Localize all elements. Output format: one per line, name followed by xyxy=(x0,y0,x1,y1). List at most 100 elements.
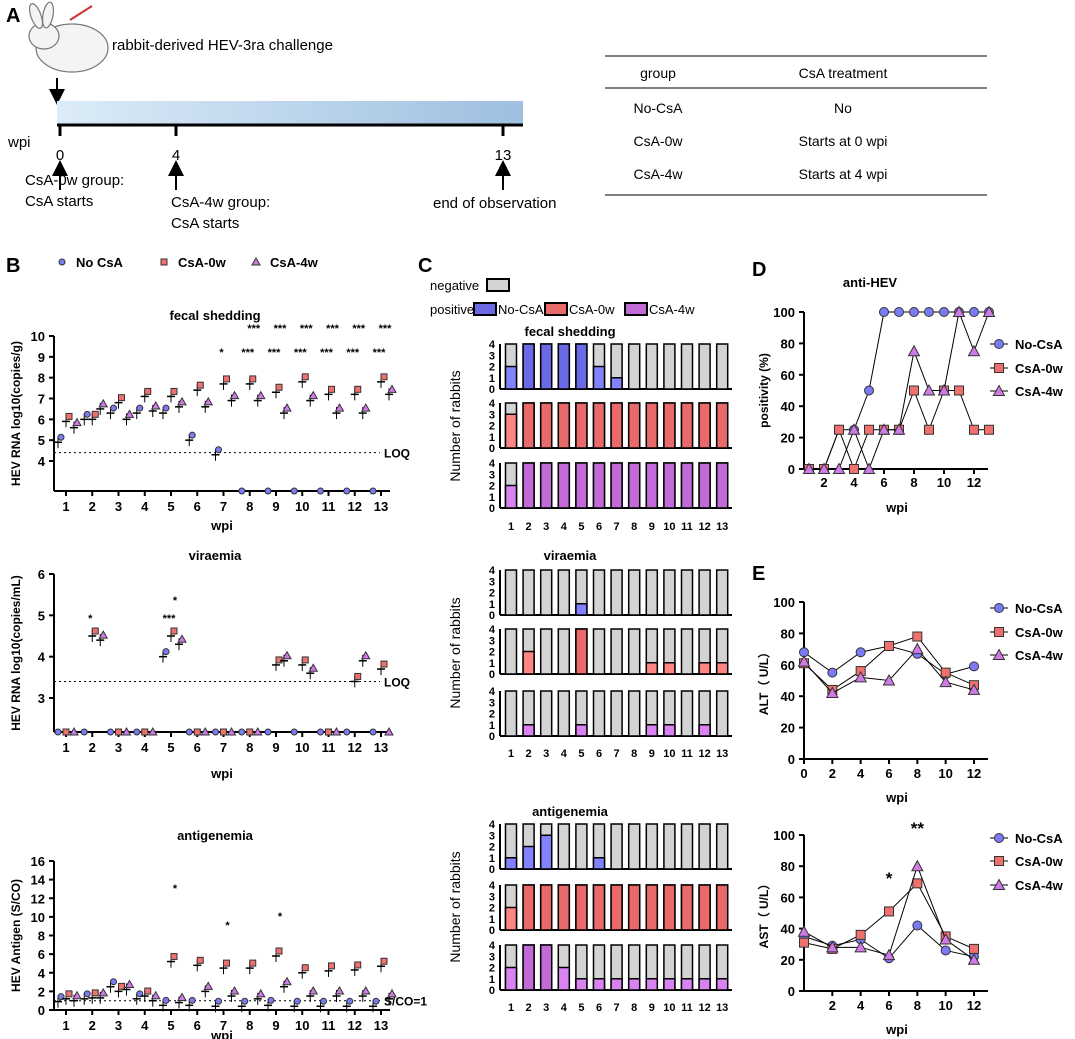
bar-positive xyxy=(698,724,711,737)
data-point xyxy=(380,373,388,381)
data-point xyxy=(909,385,919,396)
x-tick-label: 13 xyxy=(716,1002,728,1014)
bar-positive xyxy=(522,944,535,991)
bar-positive xyxy=(680,462,694,509)
y-tick-label: 40 xyxy=(781,399,795,414)
data-point xyxy=(937,383,951,396)
y-axis-label: AST（ U/L） xyxy=(756,878,771,949)
data-point xyxy=(124,979,135,989)
bar-negative xyxy=(698,823,711,870)
bar-negative xyxy=(663,823,676,870)
x-tick-label: 2 xyxy=(526,521,532,533)
data-point xyxy=(144,987,152,995)
data-point xyxy=(226,726,237,736)
y-tick-label: 80 xyxy=(781,626,795,641)
bar-positive xyxy=(627,402,641,449)
x-tick-label: 10 xyxy=(663,748,675,760)
data-point xyxy=(249,375,257,383)
data-point xyxy=(275,383,283,391)
data-point xyxy=(118,982,125,990)
chart-title: antigenemia xyxy=(177,828,254,843)
x-tick-label: 2 xyxy=(89,1018,96,1033)
y-tick-label: 0 xyxy=(38,1003,45,1018)
data-point xyxy=(282,650,292,660)
legend-group-label: CsA-4w xyxy=(649,302,695,317)
data-point xyxy=(150,400,161,410)
data-point xyxy=(69,726,79,736)
bar-negative xyxy=(592,690,606,737)
data-point xyxy=(969,307,979,317)
data-point xyxy=(147,726,158,736)
x-tick-label: 8 xyxy=(914,766,921,781)
bar-negative xyxy=(627,628,641,675)
table-header-group: group xyxy=(640,65,676,81)
x-tick-label: 13 xyxy=(716,748,728,760)
timeline-bar xyxy=(57,101,523,124)
data-point xyxy=(343,728,351,736)
x-tick-label: 4 xyxy=(850,475,858,490)
bar-negative xyxy=(680,823,694,870)
y-tick-label: 4 xyxy=(38,454,46,469)
data-point xyxy=(855,647,866,658)
data-point xyxy=(264,487,272,495)
data-point xyxy=(91,410,99,418)
data-point xyxy=(282,403,292,412)
bar-positive xyxy=(715,462,729,509)
data-point xyxy=(223,959,230,967)
legend-label: CsA-0w xyxy=(1015,361,1064,376)
y-tick-label: 80 xyxy=(781,859,795,874)
x-tick-label: 11 xyxy=(681,748,693,760)
data-point xyxy=(984,424,994,435)
data-point xyxy=(215,997,222,1005)
data-point xyxy=(834,424,844,435)
data-point xyxy=(252,726,263,736)
data-point xyxy=(825,940,839,953)
x-tick-label: 8 xyxy=(246,1018,253,1033)
data-point xyxy=(369,487,377,495)
bar-positive xyxy=(522,650,535,675)
bar-negative xyxy=(504,569,518,616)
data-point xyxy=(939,675,953,688)
legend-label: No-CsA xyxy=(1015,337,1063,352)
bar-positive xyxy=(522,343,535,390)
data-point xyxy=(343,487,351,495)
x-tick-label: 5 xyxy=(578,521,584,533)
bar-positive xyxy=(557,343,571,390)
y-tick-label: 2 xyxy=(489,963,495,975)
legend-positive-swatch xyxy=(544,302,568,316)
y-tick-label: 20 xyxy=(781,953,795,968)
y-tick-label: 2 xyxy=(489,647,495,659)
x-tick-label: 6 xyxy=(596,1002,602,1014)
bar-positive xyxy=(592,884,606,931)
bar-positive xyxy=(610,377,623,390)
bar-negative xyxy=(575,823,588,870)
timeline-tick-label: 13 xyxy=(495,147,512,164)
y-tick-label: 2 xyxy=(489,903,495,915)
data-point xyxy=(864,424,874,435)
x-tick-label: 1 xyxy=(62,740,69,755)
x-tick-label: 8 xyxy=(246,499,253,514)
y-tick-label: 3 xyxy=(489,350,495,362)
table-cell-treatment: Starts at 4 wpi xyxy=(799,166,888,182)
y-axis-label: HEV Antigen (S/CO) xyxy=(9,879,23,992)
data-point xyxy=(879,307,889,317)
bar-negative xyxy=(627,569,641,616)
data-point xyxy=(83,410,91,418)
x-tick-label: 6 xyxy=(596,748,602,760)
x-tick-label: 12 xyxy=(698,748,710,760)
data-point xyxy=(825,686,839,699)
legend-negative-swatch xyxy=(486,278,510,292)
x-axis-label: wpi xyxy=(210,766,233,781)
threshold-label: LOQ xyxy=(384,675,410,689)
x-tick-label: 5 xyxy=(167,740,174,755)
x-tick-label: 3 xyxy=(115,1018,122,1033)
bar-negative xyxy=(680,569,694,616)
bar-positive xyxy=(522,884,535,931)
bar-positive xyxy=(645,462,659,509)
x-tick-label: 12 xyxy=(967,766,981,781)
data-point xyxy=(162,404,170,412)
data-point xyxy=(802,462,816,474)
legend-label: No CsA xyxy=(76,255,124,270)
x-tick-label: 7 xyxy=(614,521,620,533)
data-point xyxy=(907,344,921,357)
